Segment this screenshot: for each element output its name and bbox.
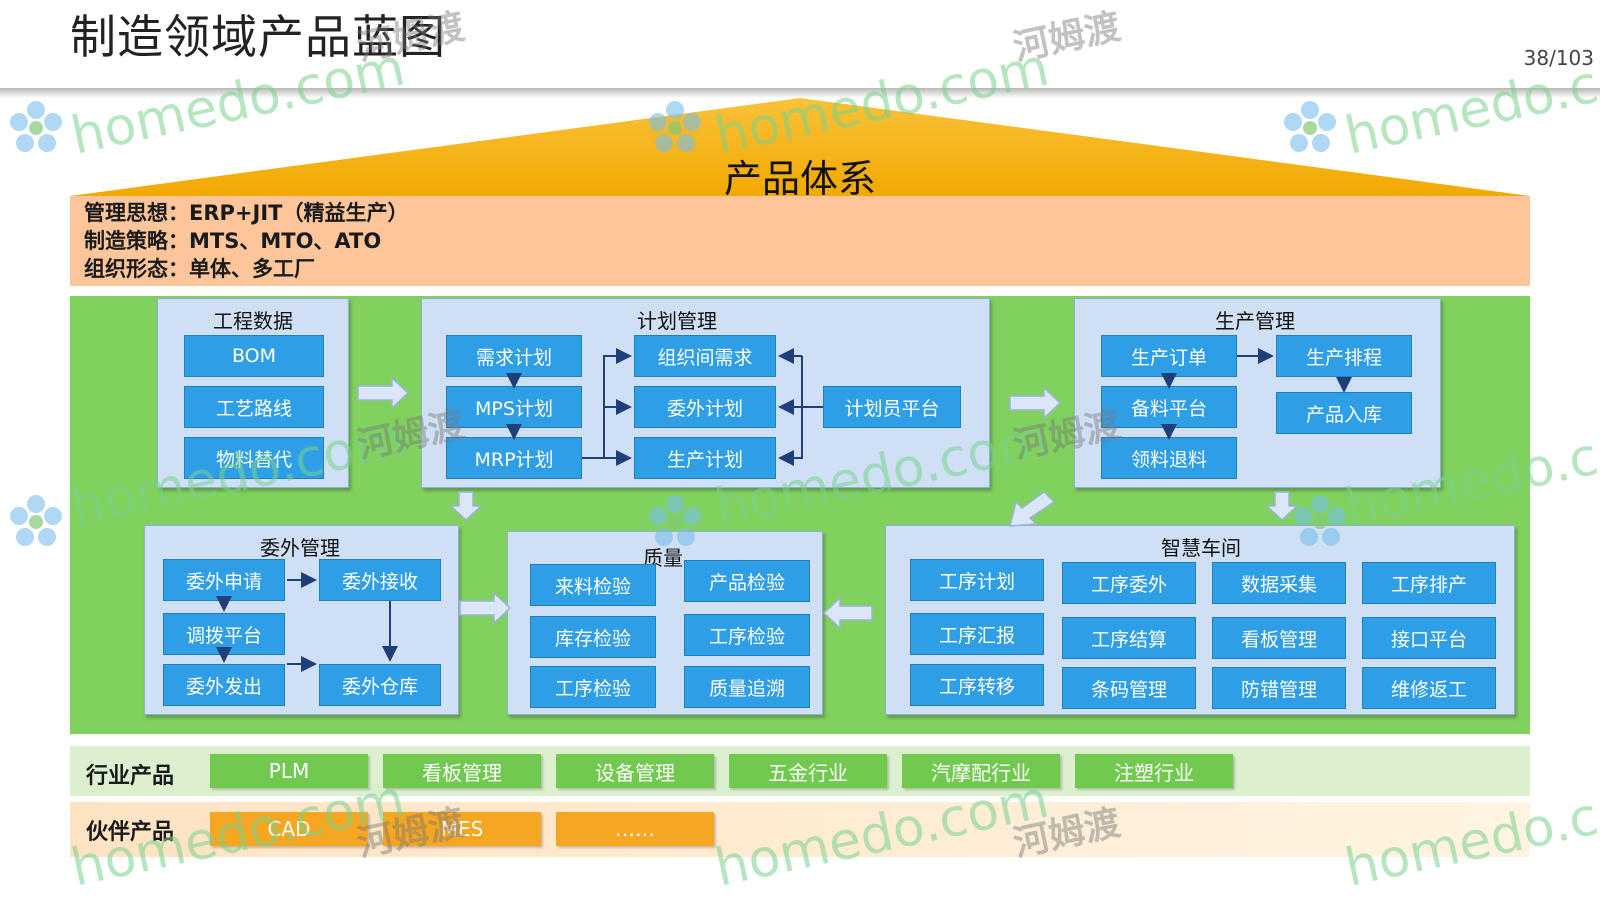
outsourcing-flow-arrows — [216, 572, 398, 672]
workshop-process-transfer-button[interactable]: 工序转移 — [910, 664, 1044, 706]
planning-flow-arrows — [506, 348, 823, 466]
outsourcing-warehouse-button[interactable]: 委外仓库 — [319, 664, 441, 706]
planning-mps-button[interactable]: MPS计划 — [446, 386, 582, 428]
quality-process-inspection-left-button[interactable]: 工序检验 — [530, 666, 656, 708]
header-divider — [0, 88, 1600, 98]
industry-auto-parts-button[interactable]: 汽摩配行业 — [902, 754, 1060, 788]
planning-mrp-button[interactable]: MRP计划 — [446, 437, 582, 479]
industry-hardware-button[interactable]: 五金行业 — [729, 754, 887, 788]
workshop-error-proofing-button[interactable]: 防错管理 — [1212, 667, 1346, 709]
planning-planner-platform-button[interactable]: 计划员平台 — [823, 386, 961, 428]
page-number: 38/103 — [1523, 46, 1594, 70]
workshop-kanban-button[interactable]: 看板管理 — [1212, 617, 1346, 659]
arrow-planning-to-production — [1009, 386, 1062, 420]
module-title: 生产管理 — [1215, 309, 1295, 333]
industry-injection-button[interactable]: 注塑行业 — [1075, 754, 1233, 788]
industry-kanban-button[interactable]: 看板管理 — [383, 754, 541, 788]
workshop-interface-platform-button[interactable]: 接口平台 — [1362, 617, 1496, 659]
outsourcing-receive-button[interactable]: 委外接收 — [319, 559, 441, 601]
workshop-repair-rework-button[interactable]: 维修返工 — [1362, 667, 1496, 709]
module-planning: 计划管理 需求计划 MPS计划 MRP计划 组织间需求 委外计划 生产计划 计划… — [421, 298, 990, 488]
arrow-production-diagonal — [1009, 491, 1056, 527]
industry-plm-button[interactable]: PLM — [210, 754, 368, 788]
workshop-process-outsource-button[interactable]: 工序委外 — [1062, 562, 1196, 604]
planning-outsource-button[interactable]: 委外计划 — [634, 386, 776, 428]
module-title: 委外管理 — [260, 536, 340, 560]
module-smart-workshop: 智慧车间 工序计划 工序汇报 工序转移 工序委外 工序结算 条码管理 数据采集 … — [885, 525, 1515, 715]
module-engineering: 工程数据 BOM 工艺路线 物料替代 — [157, 298, 349, 488]
slide-title: 制造领域产品蓝图 — [70, 10, 446, 64]
module-quality: 质量 来料检验 库存检验 工序检验 产品检验 工序检验 质量追溯 — [507, 531, 823, 715]
module-outsourcing: 委外管理 委外申请 调拨平台 委外发出 委外接收 委外仓库 — [144, 525, 459, 715]
industry-products-row: 行业产品 PLM 看板管理 设备管理 五金行业 汽摩配行业 注塑行业 — [70, 746, 1530, 796]
engineering-bom-button[interactable]: BOM — [184, 335, 324, 377]
partner-products-row: 伙伴产品 CAD MES …… — [70, 802, 1530, 857]
workshop-process-scheduling-button[interactable]: 工序排产 — [1362, 562, 1496, 604]
quality-process-inspection-right-button[interactable]: 工序检验 — [684, 614, 810, 656]
production-scheduling-button[interactable]: 生产排程 — [1276, 335, 1412, 377]
partner-products-label: 伙伴产品 — [86, 820, 175, 845]
partner-more-button[interactable]: …… — [556, 812, 714, 846]
arrow-engineering-to-planning — [357, 376, 410, 410]
planning-demand-button[interactable]: 需求计划 — [446, 335, 582, 377]
info-line-strategy: 制造策略：MTS、MTO、ATO — [84, 229, 382, 253]
roof-label: 产品体系 — [723, 157, 876, 201]
workshop-process-plan-button[interactable]: 工序计划 — [910, 559, 1044, 601]
workshop-barcode-button[interactable]: 条码管理 — [1062, 667, 1196, 709]
outsourcing-dispatch-button[interactable]: 委外发出 — [163, 664, 285, 706]
quality-product-button[interactable]: 产品检验 — [684, 560, 810, 602]
engineering-substitute-button[interactable]: 物料替代 — [184, 437, 324, 479]
planning-interorg-button[interactable]: 组织间需求 — [634, 335, 776, 377]
production-kitting-button[interactable]: 备料平台 — [1101, 386, 1237, 428]
module-title: 计划管理 — [637, 309, 717, 333]
workshop-process-settlement-button[interactable]: 工序结算 — [1062, 617, 1196, 659]
partner-cad-button[interactable]: CAD — [210, 812, 368, 846]
module-title: 智慧车间 — [1161, 536, 1241, 560]
production-flow-arrows — [1161, 348, 1352, 440]
info-line-organization: 组织形态：单体、多工厂 — [84, 257, 315, 281]
engineering-routing-button[interactable]: 工艺路线 — [184, 386, 324, 428]
roof-triangle — [70, 98, 1530, 196]
management-info-band: 管理思想：ERP+JIT（精益生产） 制造策略：MTS、MTO、ATO 组织形态… — [70, 196, 1530, 286]
partner-mes-button[interactable]: MES — [383, 812, 541, 846]
production-order-button[interactable]: 生产订单 — [1101, 335, 1237, 377]
info-line-philosophy: 管理思想：ERP+JIT（精益生产） — [84, 201, 409, 225]
industry-equipment-button[interactable]: 设备管理 — [556, 754, 714, 788]
planning-production-button[interactable]: 生产计划 — [634, 437, 776, 479]
workshop-process-report-button[interactable]: 工序汇报 — [910, 613, 1044, 655]
quality-traceability-button[interactable]: 质量追溯 — [684, 666, 810, 708]
module-production: 生产管理 生产订单 备料平台 领料退料 生产排程 产品入库 — [1074, 298, 1441, 488]
industry-products-label: 行业产品 — [86, 764, 175, 789]
arrow-outsourcing-to-quality — [459, 591, 512, 625]
arrow-production-to-workshop — [1265, 491, 1299, 522]
module-title: 工程数据 — [213, 309, 293, 333]
workshop-data-collection-button[interactable]: 数据采集 — [1212, 562, 1346, 604]
quality-inventory-button[interactable]: 库存检验 — [530, 616, 656, 658]
arrow-planning-to-outsourcing — [449, 491, 483, 522]
quality-incoming-button[interactable]: 来料检验 — [530, 564, 656, 606]
arrow-workshop-to-quality — [822, 596, 873, 630]
